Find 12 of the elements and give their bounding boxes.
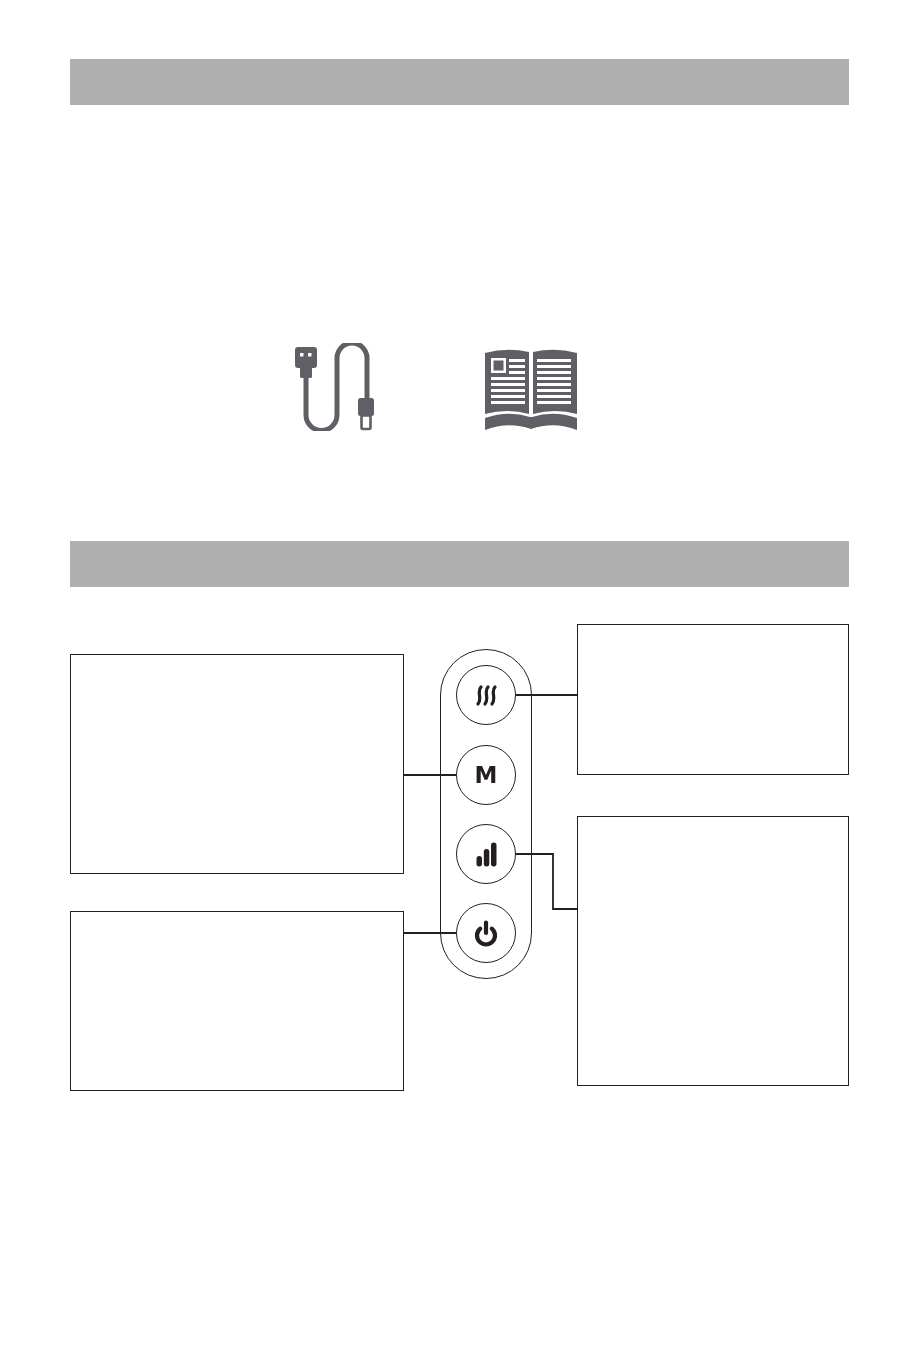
callout-box [577, 624, 849, 775]
callout-box [70, 654, 404, 874]
callout-box [70, 911, 404, 1091]
leader-line [403, 774, 457, 776]
power-button [456, 903, 516, 963]
leader-line [403, 932, 457, 934]
level-button [456, 824, 516, 884]
heat-button [456, 665, 516, 725]
callout-box [577, 816, 849, 1086]
leader-line [515, 694, 578, 696]
mode-button: M [456, 745, 516, 805]
leader-line [515, 853, 578, 910]
